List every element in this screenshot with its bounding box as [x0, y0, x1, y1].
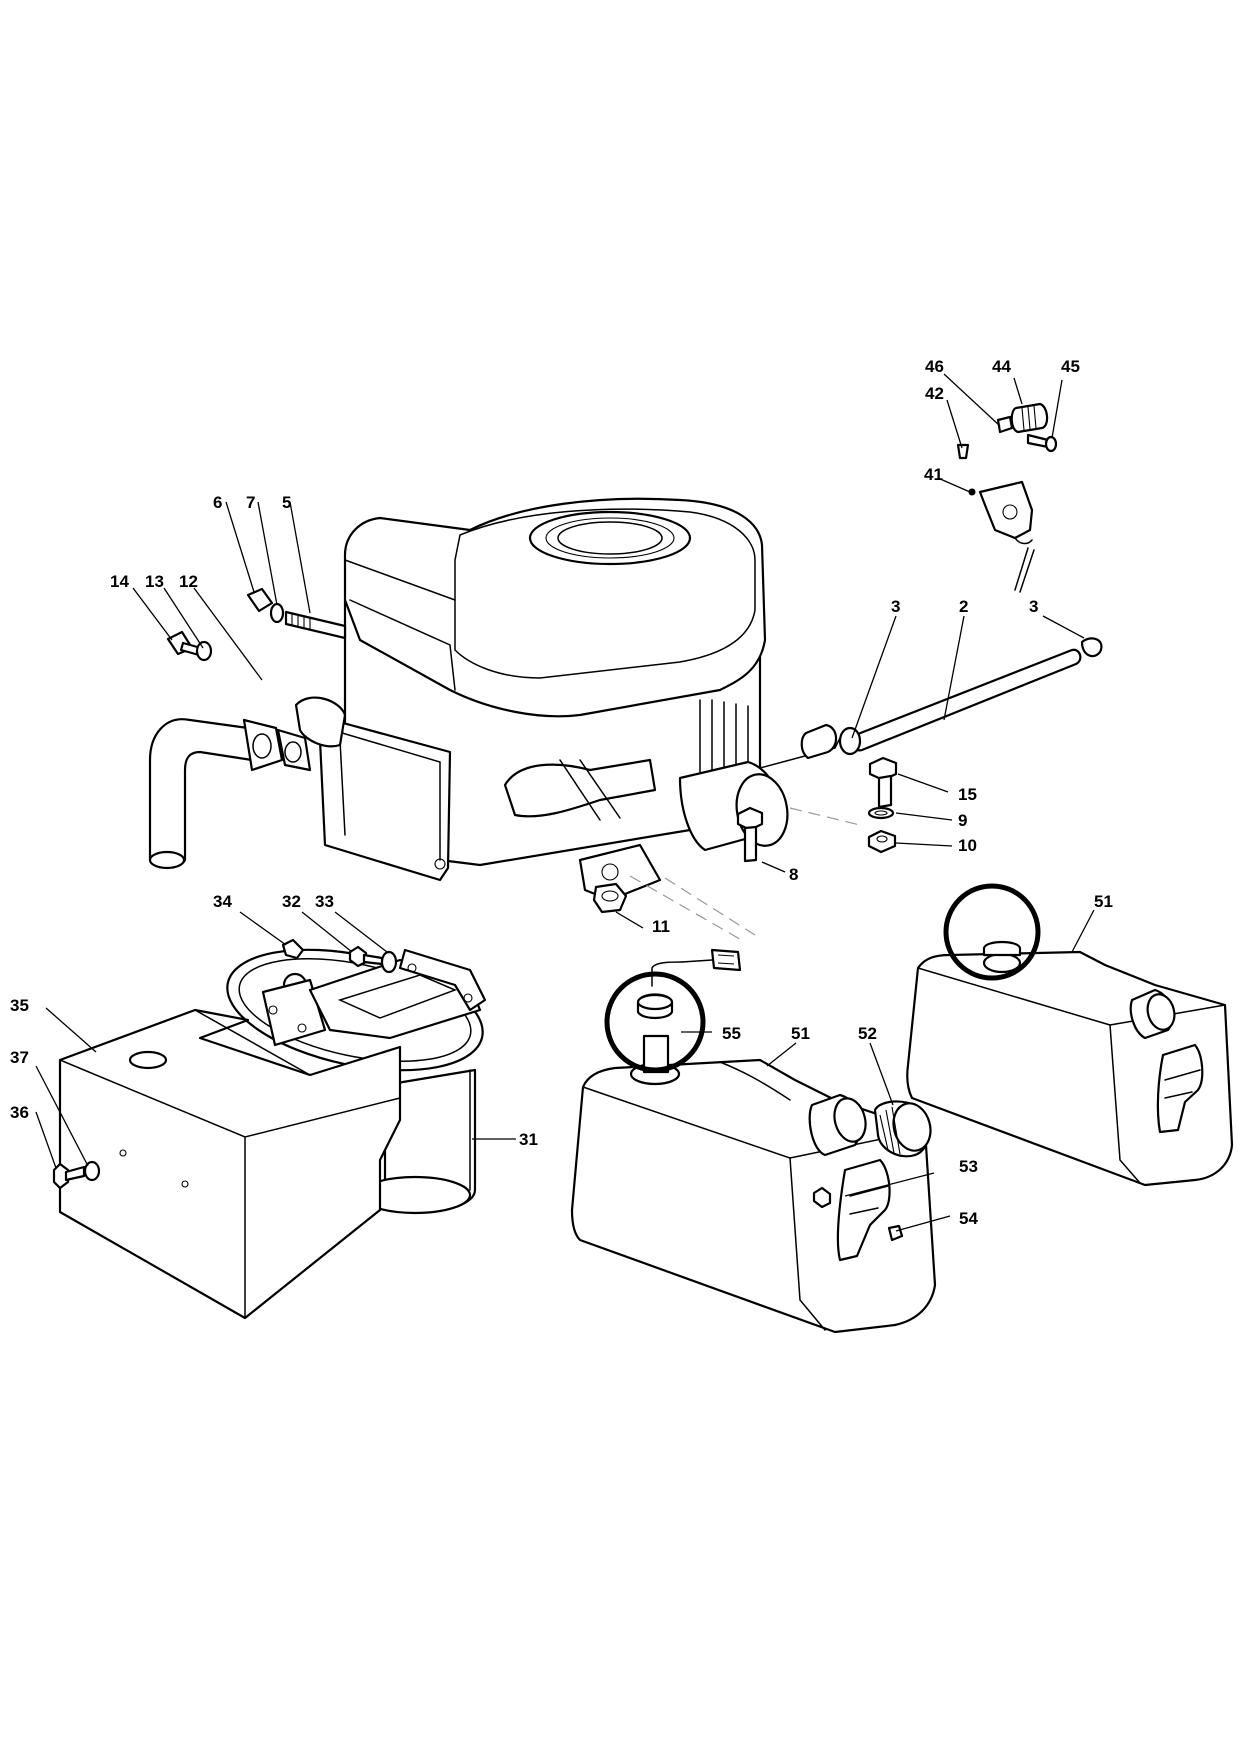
callout-55: 55: [722, 1024, 741, 1043]
callout-2: 2: [959, 597, 968, 616]
callout-13: 13: [145, 572, 164, 591]
callout-5: 5: [282, 493, 291, 512]
fuel-line: [759, 547, 1103, 769]
callout-42: 42: [925, 384, 944, 403]
throttle-bracket: [956, 402, 1058, 545]
callout-labels: 46 44 45 42 41 6 7 5 14 13 12 3 2 3 15 9…: [10, 357, 1113, 1228]
callout-32: 32: [282, 892, 301, 911]
callout-35: 35: [10, 996, 29, 1015]
exhaust-pipe: [148, 630, 312, 870]
callout-9: 9: [958, 811, 967, 830]
callout-45: 45: [1061, 357, 1080, 376]
callout-44: 44: [992, 357, 1011, 376]
fuel-tank-front: [570, 948, 937, 1334]
callout-11: 11: [652, 917, 670, 936]
battery-box-assembly: [52, 938, 487, 1320]
callout-12: 12: [179, 572, 198, 591]
callout-54: 54: [959, 1209, 978, 1228]
leader-lines: [35, 373, 1095, 1232]
callout-3-left: 3: [891, 597, 900, 616]
callout-10: 10: [958, 836, 977, 855]
callout-14: 14: [110, 572, 129, 591]
callout-46: 46: [925, 357, 944, 376]
callout-8: 8: [789, 865, 798, 884]
bolt-washer-nut: [592, 756, 898, 914]
callout-15: 15: [958, 785, 977, 804]
callout-41: 41: [924, 465, 943, 484]
engine: [294, 497, 789, 902]
fuel-tank-rear: [906, 883, 1234, 1187]
callout-31: 31: [519, 1130, 538, 1149]
callout-53: 53: [959, 1157, 978, 1176]
callout-51-front: 51: [791, 1024, 810, 1043]
stud-nut-washer: [246, 587, 347, 640]
callout-34: 34: [213, 892, 232, 911]
callout-7: 7: [246, 493, 255, 512]
callout-36: 36: [10, 1103, 29, 1122]
callout-51-rear: 51: [1094, 892, 1113, 911]
callout-33: 33: [315, 892, 334, 911]
callout-52: 52: [858, 1024, 877, 1043]
callout-3-right: 3: [1029, 597, 1038, 616]
callout-37: 37: [10, 1048, 29, 1067]
callout-6: 6: [213, 493, 222, 512]
